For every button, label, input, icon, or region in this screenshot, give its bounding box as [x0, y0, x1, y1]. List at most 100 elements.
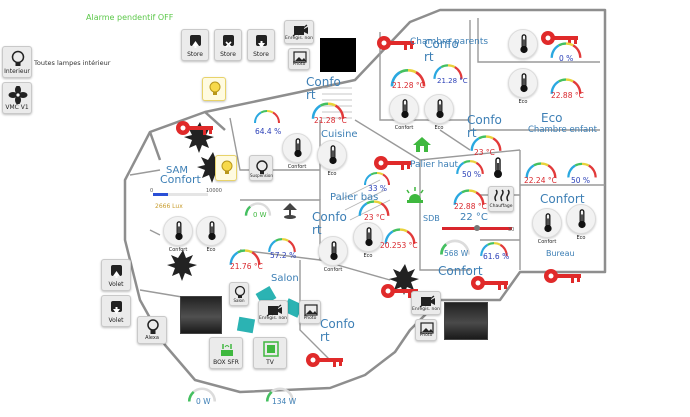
cuisine-eco-button[interactable]: Eco — [317, 140, 347, 177]
video-off-icon — [419, 295, 435, 308]
volet-down-button[interactable]: Volet — [101, 295, 131, 327]
cuisine-confort-button[interactable]: Confort — [282, 133, 312, 170]
key-icon — [305, 352, 345, 368]
chambre-parents-eco-button[interactable]: Eco — [424, 94, 454, 131]
entree-camera-feed[interactable] — [444, 302, 488, 340]
store-stop-label: Store — [220, 51, 236, 58]
alexa-label: Alexa — [145, 335, 159, 341]
sam-mode: Confort — [160, 173, 201, 186]
sdb-temp: 22.88 °C — [454, 202, 487, 211]
chambre-eco-button[interactable]: Eco — [508, 68, 538, 105]
thermometer-icon — [543, 213, 553, 233]
box-sfr-button[interactable]: BOX SFR — [209, 337, 243, 369]
lux-min: 0 — [150, 188, 154, 194]
salon-name: Salon — [271, 273, 299, 284]
key-icon — [175, 120, 215, 136]
video-off-icon — [266, 304, 282, 317]
enregis-button[interactable]: Enregis. non — [284, 20, 314, 44]
thermometer-icon — [435, 99, 445, 119]
thermometer-icon — [174, 221, 184, 241]
router-icon — [221, 344, 233, 356]
thermometer-icon — [293, 138, 303, 158]
lightbulb-icon — [234, 285, 246, 298]
tv-button[interactable]: TV — [253, 337, 287, 369]
palier-haut-mode: Confo rt — [467, 113, 502, 140]
bureau-confort-button[interactable]: Confort — [532, 208, 562, 245]
confort-label: Confort — [537, 239, 557, 245]
palier-bas-temp: 23 °C — [364, 213, 385, 222]
thermometer-icon — [329, 241, 339, 261]
interieur-description: Toutes lampes intérieur — [34, 59, 111, 67]
sam-eco-button[interactable]: Eco — [196, 216, 226, 253]
confort-thermometer-icon[interactable] — [492, 157, 504, 179]
bureau-mode: Confort — [540, 192, 585, 206]
sdb-setpoint: 22 °C — [460, 212, 488, 223]
enregis-label: Enregis. non — [285, 35, 313, 41]
store-down-button[interactable]: Store — [247, 29, 275, 61]
vmc-label: VMC V1 — [5, 104, 29, 111]
eco-label: Eco — [518, 99, 528, 105]
palier-haut-temp: 23 °C — [474, 148, 495, 157]
sam-lux: 2666 Lux — [155, 203, 183, 210]
chambre-enfant-humidity: 50 % — [571, 176, 591, 185]
interieur-label: Interieur — [4, 68, 30, 75]
sam-humidity: 57.2 % — [270, 251, 297, 260]
interieur-button[interactable]: Interieur — [2, 46, 32, 78]
key-icon — [543, 268, 583, 284]
entree-enregis-label: Enregis. non — [412, 306, 440, 312]
chambre-parents-mode: Confo rt — [424, 37, 459, 64]
confort-label: Confort — [323, 267, 343, 273]
salon-camera-feed[interactable] — [180, 296, 222, 334]
chambre-enfant-temp: 22.24 °C — [524, 176, 557, 185]
sdb-name: SDB — [423, 214, 440, 223]
salon-photo-button[interactable]: Photo — [299, 300, 321, 324]
palier-haut-name: Palier haut — [410, 160, 459, 170]
volet-up-label: Volet — [108, 281, 124, 288]
palier-bas-mode: Confo rt — [312, 210, 347, 237]
chambre-humidity: 0 % — [559, 54, 574, 63]
salon-enregis-button[interactable]: Enregis. non — [258, 300, 288, 324]
salon-light-button[interactable]: Salon — [229, 282, 249, 306]
salon-photo-label: Photo — [303, 315, 317, 321]
photo-button[interactable]: Photo — [288, 48, 310, 70]
lightbulb-icon — [221, 160, 233, 174]
lux-max: 10000 — [206, 188, 222, 194]
eco-label: Eco — [434, 125, 444, 131]
store-down-label: Store — [253, 51, 269, 58]
palier-bas-eco-button[interactable]: Eco — [353, 222, 383, 259]
alexa-button[interactable]: Alexa — [137, 316, 167, 344]
chauffage-button[interactable]: Chauffage — [488, 186, 514, 212]
salon-mode: Confo rt — [320, 317, 355, 344]
salon-enregis-label: Enregis. non — [259, 315, 287, 321]
cuisine-mode: Confo rt — [306, 75, 341, 102]
lightbulb-icon — [11, 50, 25, 66]
confort-label: Confort — [168, 247, 188, 253]
store-up-button[interactable]: Store — [181, 29, 209, 61]
entree-photo-button[interactable]: Photo — [415, 319, 437, 341]
palier-bas-confort-button[interactable]: Confort — [318, 236, 348, 273]
chauffage-label: Chauffage — [489, 203, 513, 209]
volet-up-button[interactable]: Volet — [101, 259, 131, 291]
home-icon — [413, 137, 431, 152]
photo-label: Photo — [292, 61, 306, 67]
alarm-light-icon — [406, 187, 424, 203]
entree-enregis-button[interactable]: Enregis. non — [411, 291, 441, 315]
store-stop-button[interactable]: Store — [214, 29, 242, 61]
sam-confort-button[interactable]: Confort — [163, 216, 193, 253]
chambre-confort-button[interactable] — [508, 29, 538, 59]
bureau-name: Bureau — [546, 249, 575, 258]
palier-bas-power: 20.253 °C — [380, 241, 418, 250]
palier-bas-humidity: 33 % — [368, 184, 388, 193]
suspension-button[interactable] — [215, 155, 237, 181]
humidity-gauge — [252, 108, 282, 124]
tv-icon — [263, 341, 279, 357]
chambre-parents-name: Chambre parents — [410, 37, 489, 47]
chambre-parents-confort-button[interactable]: Confort — [389, 94, 419, 131]
tv-label: TV — [266, 359, 274, 366]
cuisine-name: Cuisine — [321, 129, 358, 140]
bureau-eco-button[interactable]: Eco — [566, 204, 596, 241]
power-bottom-right: 134 W — [272, 397, 297, 406]
suspension-light-button[interactable]: Suspension — [249, 155, 273, 181]
vmc-button[interactable]: VMC V1 — [2, 82, 32, 114]
lamp-button[interactable] — [202, 77, 226, 101]
